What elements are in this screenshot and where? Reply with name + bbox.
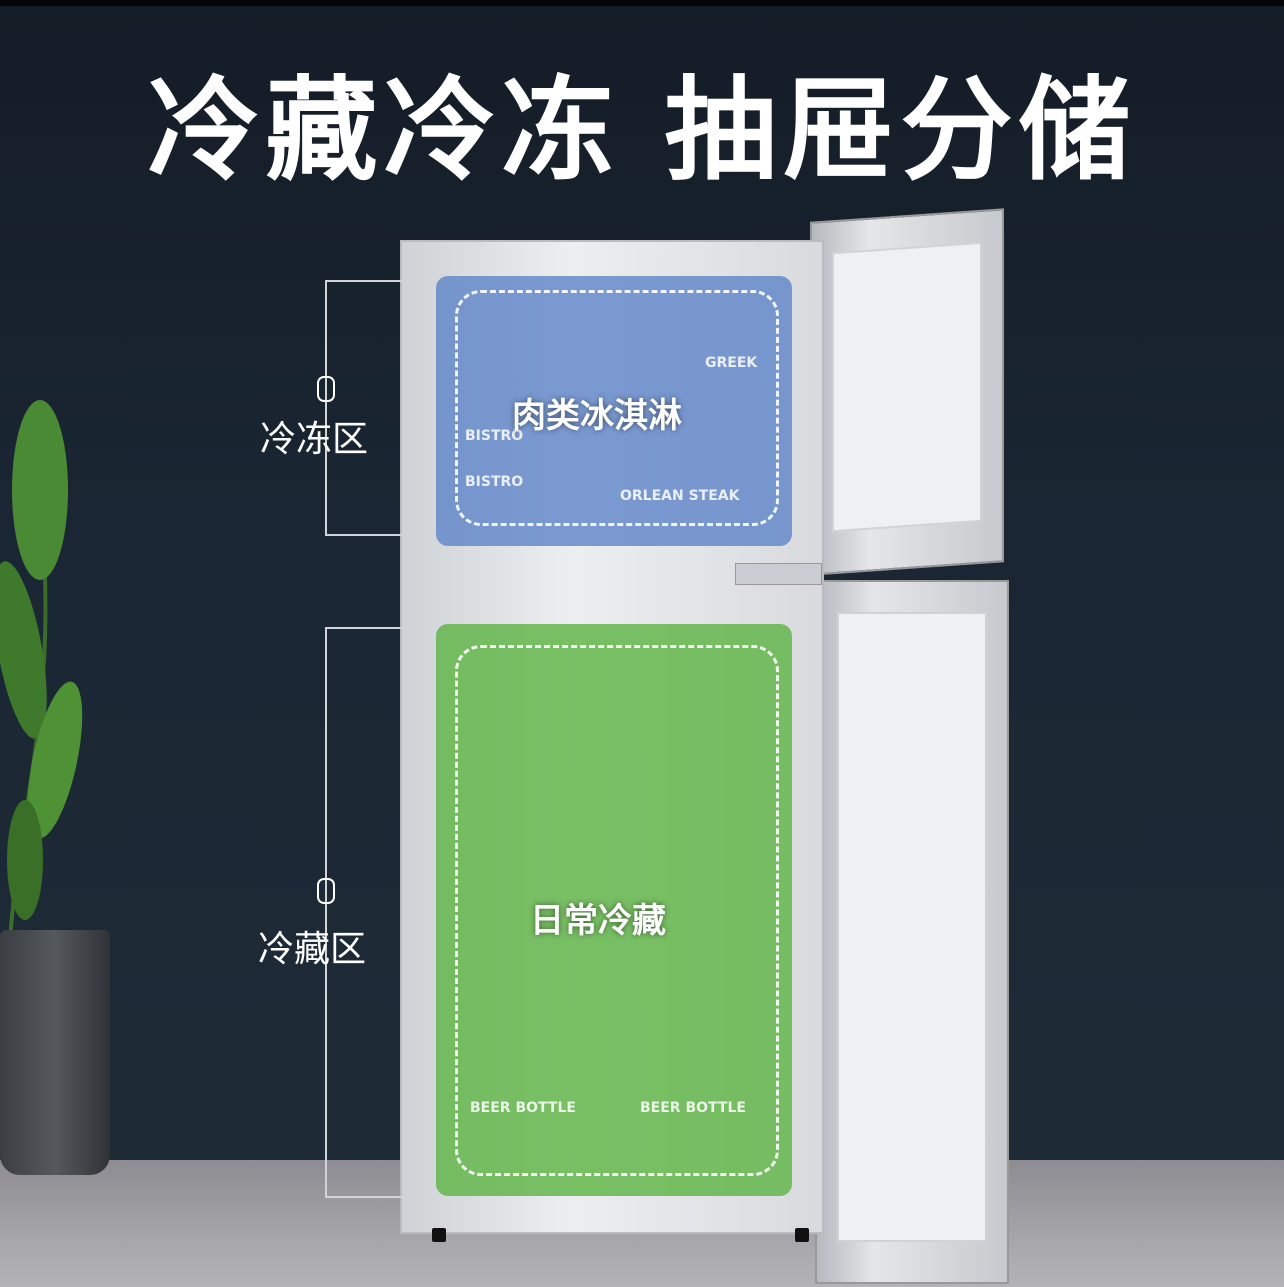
bracket-tick — [325, 534, 420, 536]
door-handle[interactable] — [735, 563, 822, 585]
fridge-zone-marker-icon — [317, 878, 335, 904]
product-label: ORLEAN STEAK — [620, 488, 740, 504]
freezer-door[interactable] — [810, 208, 1004, 576]
bracket-tick — [325, 627, 420, 629]
freezer-inner-label: 肉类冰淇淋 — [512, 396, 682, 436]
fridge-door[interactable] — [815, 580, 1009, 1284]
fridge-leg — [432, 1228, 446, 1242]
fridge-bracket — [325, 627, 327, 1197]
fridge-inner-label: 日常冷藏 — [530, 901, 666, 941]
freezer-dashed-outline — [455, 290, 779, 526]
freezer-zone — [436, 276, 792, 546]
bracket-tick — [325, 1196, 420, 1198]
product-label: BEER BOTTLE — [470, 1100, 576, 1116]
fridge-leg — [795, 1228, 809, 1242]
headline: 冷藏冷冻 抽屉分储 — [147, 66, 1137, 196]
bracket-tick — [325, 280, 420, 282]
product-label: GREEK — [705, 355, 758, 371]
product-label: BISTRO — [465, 474, 524, 490]
plant-pot — [0, 930, 110, 1175]
freezer-zone-marker-icon — [317, 376, 335, 402]
top-border — [0, 0, 1284, 6]
fridge-side-label: 冷藏区 — [258, 929, 367, 970]
product-label: BISTRO — [465, 428, 524, 444]
fridge-zone — [436, 624, 792, 1196]
product-label: BEER BOTTLE — [640, 1100, 746, 1116]
fridge-dashed-outline — [455, 645, 779, 1176]
freezer-side-label: 冷冻区 — [260, 419, 369, 460]
plant-illustration — [0, 400, 83, 941]
freezer-bracket — [325, 280, 327, 535]
